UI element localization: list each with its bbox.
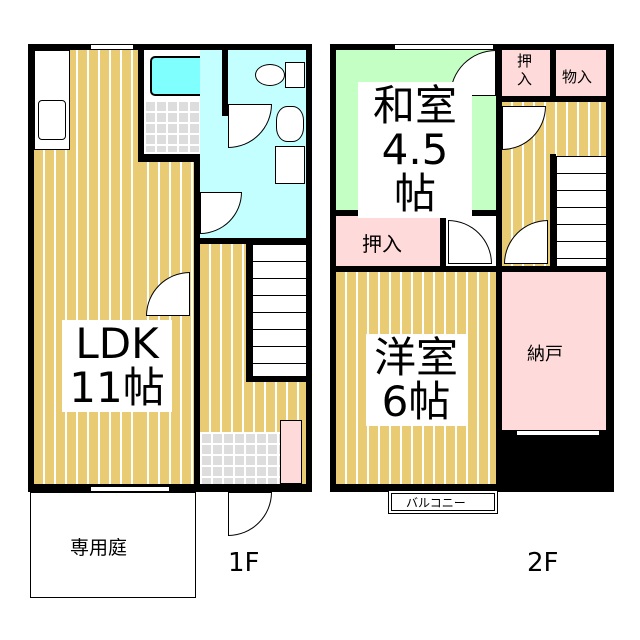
garden-label: 専用庭 bbox=[70, 537, 128, 559]
wall bbox=[330, 266, 614, 272]
wall bbox=[194, 154, 200, 492]
wall bbox=[138, 44, 144, 160]
closet-lower-label: 押入 bbox=[362, 232, 402, 256]
closet-upper bbox=[502, 50, 550, 96]
wall bbox=[222, 44, 228, 116]
wash-basin-icon bbox=[276, 106, 304, 142]
private-garden bbox=[30, 492, 196, 598]
closet-lower bbox=[336, 216, 440, 266]
nando-label: 納戸 bbox=[527, 344, 563, 365]
shoe-closet bbox=[280, 420, 302, 484]
balcony-label: バルコニー bbox=[391, 493, 495, 511]
room-size: 11帖 bbox=[69, 363, 165, 413]
room-size: 4.5帖 bbox=[381, 125, 449, 219]
bath-tile-floor bbox=[144, 100, 208, 152]
wall bbox=[138, 154, 200, 160]
window bbox=[90, 44, 134, 50]
closet-upper-label: 押入 bbox=[517, 52, 533, 88]
room-name: LDK bbox=[75, 319, 159, 368]
room-name: 洋室 bbox=[373, 333, 458, 382]
storage bbox=[556, 50, 606, 96]
nando-floor bbox=[502, 272, 606, 430]
washstand bbox=[275, 146, 305, 184]
entrance-door-icon[interactable] bbox=[228, 492, 272, 536]
floor2-label: 2F bbox=[527, 548, 559, 578]
wall bbox=[246, 244, 252, 382]
window bbox=[90, 486, 170, 492]
stairs-icon bbox=[252, 244, 306, 376]
toilet-tank bbox=[285, 62, 305, 88]
wall bbox=[496, 96, 614, 102]
wall bbox=[246, 376, 306, 382]
window bbox=[516, 430, 600, 436]
stairs-icon bbox=[556, 156, 606, 266]
wall bbox=[496, 44, 502, 270]
youshitsu-label: 洋室 6帖 bbox=[366, 333, 466, 427]
wall bbox=[194, 238, 306, 244]
washitsu-label: 和室 4.5帖 bbox=[358, 81, 472, 219]
entrance-tile bbox=[200, 432, 280, 484]
storage-label: 物入 bbox=[562, 68, 593, 86]
ldk-label: LDK 11帖 bbox=[62, 319, 172, 413]
room-size: 6帖 bbox=[381, 377, 451, 427]
kitchen-sink-icon bbox=[38, 100, 66, 140]
window bbox=[394, 44, 494, 50]
room-name: 和室 bbox=[372, 81, 457, 130]
toilet-icon bbox=[255, 64, 285, 86]
balcony: バルコニー bbox=[388, 490, 498, 514]
floor1-label: 1F bbox=[228, 548, 260, 578]
